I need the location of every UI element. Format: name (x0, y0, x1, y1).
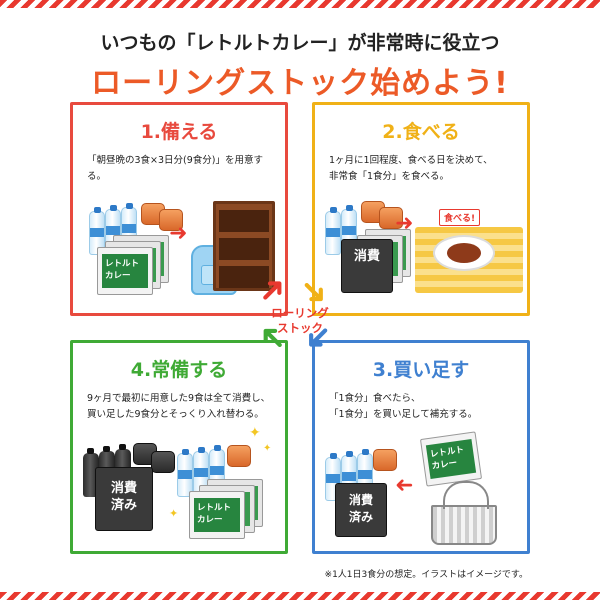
bottom-stripe-border (0, 592, 600, 600)
description-line: 「1食分」を買い足して補充する。 (329, 409, 478, 420)
consumed-pouch-icon: 消費済み (95, 467, 153, 531)
sparkle-icon: ✦ (263, 443, 272, 454)
curry-plate-icon (433, 235, 495, 271)
sparkle-icon: ✦ (169, 507, 179, 520)
description-line: 買い足した9食分とそっくり入れ替わる。 (87, 409, 264, 420)
can-icon (373, 449, 397, 471)
panel-restock: 3.買い足す 「1食分」食べたら、 「1食分」を買い足して補充する。 消費済み … (312, 340, 530, 554)
page-subtitle: いつもの「レトルトカレー」が非常時に役立つ (100, 32, 500, 54)
description-line: 1ヶ月に1回程度、食べる日を決めて、 (329, 155, 493, 166)
panel-title: 4.常備する (130, 359, 228, 381)
panel-description: 9ヶ月で最初に用意した9食は全て消費し、 買い足した9食分とそっくり入れ替わる。 (87, 391, 275, 423)
panel-description: 1ヶ月に1回程度、食べる日を決めて、 非常食「1食分」を食べる。 (329, 153, 517, 185)
sparkle-icon: ✦ (249, 425, 261, 441)
top-stripe-border (0, 0, 600, 8)
consumed-pouch-icon: 消費 (341, 239, 393, 293)
curry-pouch-icon: レトルトカレー (189, 491, 245, 539)
water-bottle-icon (193, 447, 209, 495)
consumed-can-icon (151, 451, 175, 473)
rolling-stock-label: ローリング ストック (271, 306, 329, 335)
can-icon (159, 209, 183, 231)
arrow-right-icon: ➜ (395, 211, 414, 236)
arrow-right-icon: ➜ (169, 221, 188, 246)
curry-pouch-icon: レトルトカレー (97, 247, 153, 295)
panel-title: 3.買い足す (372, 359, 470, 381)
description-line: 非常食「1食分」を食べる。 (329, 171, 450, 182)
curry-pouch-icon: レトルトカレー (419, 431, 483, 487)
arrow-left-icon: ➜ (395, 473, 414, 498)
shelf-icon (213, 201, 275, 291)
page-title: ローリングストック始めよう! (91, 66, 509, 101)
panel-prepare: 1.備える 「朝昼晩の3食×3日分(9食分)」を用意する。 レトルトカレー ➜ (70, 102, 288, 316)
eat-tag: 食べる! (439, 209, 481, 226)
water-bottle-icon (325, 207, 341, 255)
description-line: 9ヶ月で最初に用意した9食は全て消費し、 (87, 393, 271, 404)
panel-keep-stocked: 4.常備する 9ヶ月で最初に用意した9食は全て消費し、 買い足した9食分とそっく… (70, 340, 288, 554)
footnote: ※1人1日3食分の想定。イラストはイメージです。 (324, 570, 528, 580)
consumed-pouch-icon: 消費済み (335, 483, 387, 537)
panel-eat: 2.食べる 1ヶ月に1回程度、食べる日を決めて、 非常食「1食分」を食べる。 消… (312, 102, 530, 316)
shopping-basket-icon (431, 481, 497, 545)
description-line: 「朝昼晩の3食×3日分(9食分)」を用意する。 (87, 155, 264, 182)
panel-description: 「1食分」食べたら、 「1食分」を買い足して補充する。 (329, 391, 517, 423)
can-icon (379, 207, 403, 229)
water-bottle-icon (89, 207, 105, 255)
panel-title: 1.備える (140, 121, 218, 143)
panel-title: 2.食べる (382, 121, 460, 143)
panel-description: 「朝昼晩の3食×3日分(9食分)」を用意する。 (87, 153, 275, 185)
description-line: 「1食分」食べたら、 (329, 393, 421, 404)
can-icon (227, 445, 251, 467)
water-bottle-icon (177, 449, 193, 497)
